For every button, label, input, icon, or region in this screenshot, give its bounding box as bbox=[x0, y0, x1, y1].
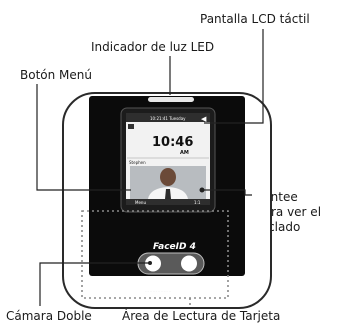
leader-dot-camera bbox=[148, 261, 152, 265]
brand-tagline: . . . . . . . . . . . . . . . . . bbox=[145, 290, 171, 293]
lcd-user-name: Stephen bbox=[129, 160, 146, 165]
dual-camera-label: Cámara Doble bbox=[6, 309, 92, 323]
lcd-touch-screen-label: Pantalla LCD táctil bbox=[200, 12, 310, 26]
lcd-softkey-bar bbox=[126, 199, 210, 205]
speaker-icon: ◀ bbox=[201, 115, 207, 123]
menu-button-label: Botón Menú bbox=[20, 68, 92, 82]
led-indicator bbox=[148, 97, 194, 102]
led-indicator-label: Indicador de luz LED bbox=[91, 40, 215, 54]
lcd-ampm: AM bbox=[180, 150, 189, 156]
model-logo: FaceID 4 bbox=[153, 242, 196, 252]
leader-dot-tap bbox=[199, 187, 205, 193]
lcd-menu-icon bbox=[128, 124, 134, 129]
card-reading-area bbox=[81, 210, 229, 299]
tap-keyboard-label-2: para ver el bbox=[256, 205, 322, 219]
leader-line-lcd bbox=[204, 29, 264, 124]
softkey-right: 1:1 bbox=[194, 200, 201, 205]
lcd-clock: 10:46 bbox=[152, 135, 193, 150]
leader-line-tap bbox=[202, 189, 252, 196]
lcd-status-bar bbox=[126, 113, 210, 122]
softkey-menu: Menu bbox=[135, 200, 146, 205]
leader-line-camera bbox=[39, 262, 150, 306]
lcd-status-time: 10:21:41 Tuesday bbox=[150, 116, 186, 121]
leader-line-menu bbox=[36, 84, 131, 191]
brand-logo: FINGERTEC bbox=[145, 281, 189, 289]
camera-lens-right bbox=[181, 255, 197, 272]
user-photo-tie bbox=[165, 189, 171, 199]
card-reading-area-label: Área de Lectura de Tarjeta bbox=[122, 309, 281, 323]
camera-lens-left bbox=[145, 255, 161, 272]
user-photo-head bbox=[160, 168, 176, 186]
